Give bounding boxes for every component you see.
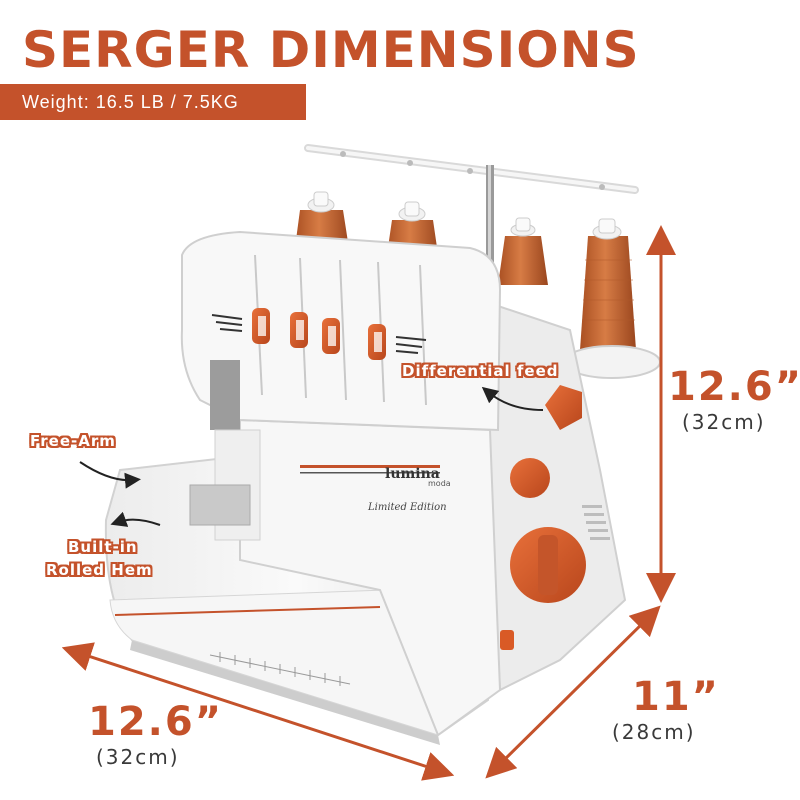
edition-label: Limited Edition — [367, 502, 447, 513]
vent-grille — [582, 505, 610, 540]
knife-release — [500, 630, 514, 650]
width-dimension-arrow — [61, 642, 455, 781]
rolled-hem-callout-line2: Rolled Hem — [46, 561, 153, 579]
weight-label: Weight: 16.5 LB / 7.5KG — [22, 92, 239, 112]
decor-lines-right — [395, 336, 427, 354]
free-arm-arrow — [79, 461, 141, 489]
height-cm: (32cm) — [682, 410, 766, 434]
differential-feed-callout: Differential feed — [402, 362, 559, 380]
brand-sub: moda — [428, 479, 451, 488]
needle-bar — [210, 360, 240, 430]
tension-dials — [252, 308, 386, 360]
presser-foot — [189, 484, 251, 526]
depth-inches: 11” — [632, 674, 720, 720]
rolled-hem-callout-line1: Built-in — [68, 538, 138, 556]
decor-lines-left — [211, 314, 243, 332]
weight-banner: Weight: 16.5 LB / 7.5KG — [0, 84, 306, 120]
width-inches: 12.6” — [88, 699, 223, 745]
depth-cm: (28cm) — [612, 720, 696, 744]
differential-feed-lever — [545, 385, 582, 430]
differential-feed-arrow — [481, 386, 544, 411]
depth-dimension-arrow — [485, 605, 661, 779]
free-arm-callout: Free-Arm — [30, 432, 116, 450]
height-inches: 12.6” — [668, 364, 800, 410]
width-cm: (32cm) — [96, 745, 180, 769]
thread-cone — [580, 218, 636, 350]
page-title: SERGER DIMENSIONS — [22, 21, 640, 79]
thread-stand — [304, 144, 639, 285]
stitch-length-dial — [510, 458, 550, 498]
brand-logo: lumina — [385, 466, 440, 482]
rolled-hem-arrow — [110, 511, 161, 527]
thread-cone — [498, 217, 548, 285]
